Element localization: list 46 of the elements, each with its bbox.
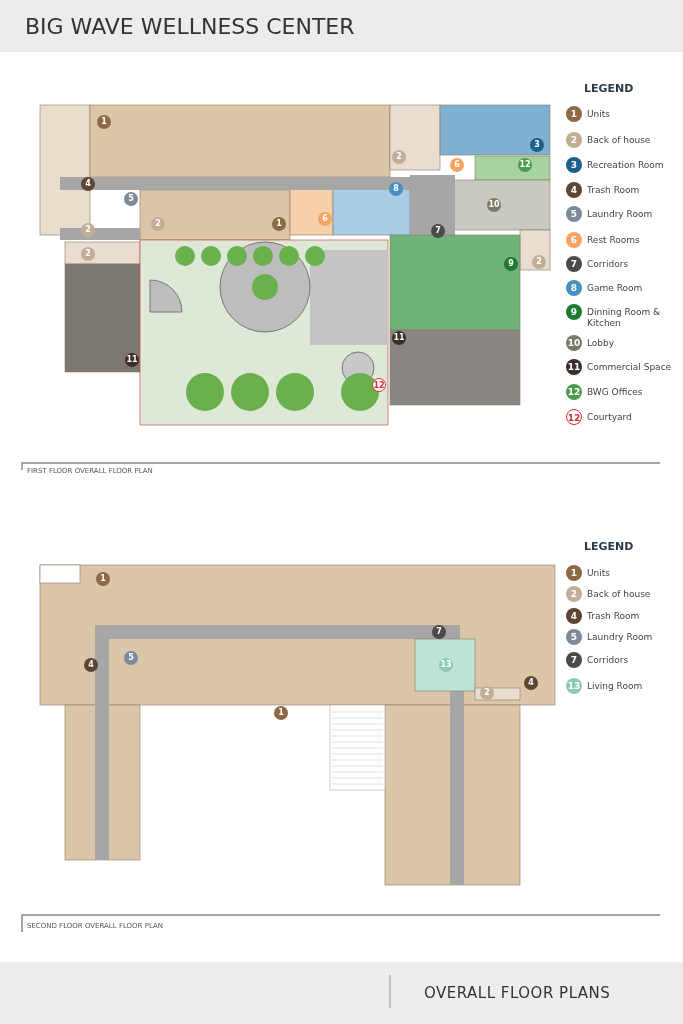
legend-label: Dinning Room & Kitchen xyxy=(587,307,662,329)
legend-swatch: 3 xyxy=(566,157,582,173)
legend-swatch: 12 xyxy=(566,384,582,400)
legend-swatch: 5 xyxy=(566,629,582,645)
legend-swatch: 1 xyxy=(566,565,582,581)
legend-label: Living Room xyxy=(587,681,644,692)
legend-swatch: 13 xyxy=(566,678,582,694)
callout-number: 1 xyxy=(274,706,288,720)
legend-swatch: 4 xyxy=(566,182,582,198)
title: BIG WAVE WELLNESS CENTER xyxy=(25,14,355,39)
legend-label: BWG Offices xyxy=(587,387,644,398)
legend-swatch: 2 xyxy=(566,132,582,148)
legend-label: Laundry Room xyxy=(587,209,654,220)
legend-label: Rest Rooms xyxy=(587,235,641,246)
legend-label: Units xyxy=(587,568,611,579)
legend-label: Courtyard xyxy=(587,412,633,423)
sheet-title: OVERALL FLOOR PLANS xyxy=(424,984,611,1002)
legend-swatch: 6 xyxy=(566,232,582,248)
legend-label: Recreation Room xyxy=(587,160,665,171)
legend-swatch: 12 xyxy=(566,409,582,425)
legend-heading: LEGEND xyxy=(584,82,634,95)
legend-swatch: 8 xyxy=(566,280,582,296)
legend-swatch: 1 xyxy=(566,106,582,122)
callout-number: 5 xyxy=(124,192,138,206)
legend-label: Commercial Space xyxy=(587,362,673,373)
legend-swatch: 5 xyxy=(566,206,582,222)
legend-label: Corridors xyxy=(587,259,630,270)
legend-swatch: 7 xyxy=(566,652,582,668)
legend-swatch: 4 xyxy=(566,608,582,624)
legend-label: Lobby xyxy=(587,338,616,349)
legend-label: Corridors xyxy=(587,655,630,666)
legend-label: Laundry Room xyxy=(587,632,654,643)
legend-swatch: 10 xyxy=(566,335,582,351)
legend-label: Back of house xyxy=(587,589,652,600)
legend-swatch: 7 xyxy=(566,256,582,272)
legend-label: Back of house xyxy=(587,135,652,146)
legend-swatch: 11 xyxy=(566,359,582,375)
legend-heading: LEGEND xyxy=(584,540,634,553)
legend-swatch: 9 xyxy=(566,304,582,320)
legend-label: Trash Room xyxy=(587,185,641,196)
legend-label: Trash Room xyxy=(587,611,641,622)
callout-number: 6 xyxy=(450,158,464,172)
legend-label: Units xyxy=(587,109,611,120)
legend-swatch: 2 xyxy=(566,586,582,602)
callout-number: 2 xyxy=(81,223,95,237)
legend-label: Game Room xyxy=(587,283,644,294)
